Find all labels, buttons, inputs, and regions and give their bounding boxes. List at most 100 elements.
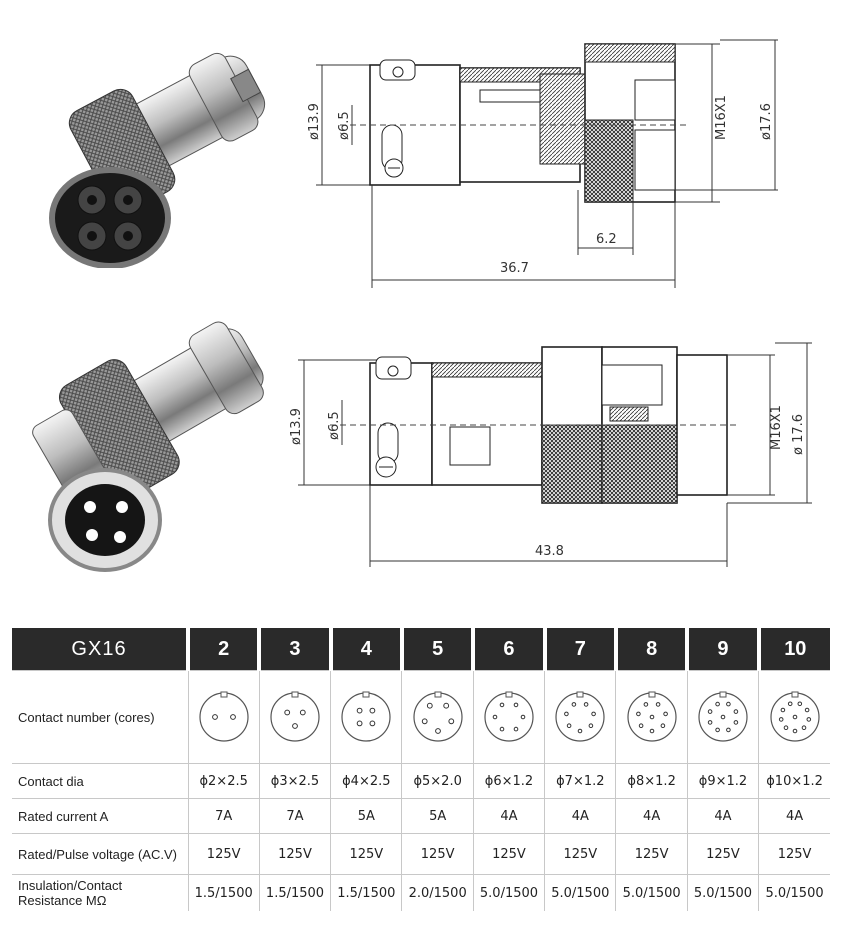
pinout-key [576, 691, 584, 698]
table-row: Insulation/Contact Resistance MΩ 1.5/150… [12, 874, 830, 911]
pinout-pin [588, 723, 594, 729]
pinout-cell [330, 670, 402, 764]
pinout-pin [649, 728, 654, 734]
row-label: Contact dia [12, 763, 188, 799]
pinout-pin [660, 723, 665, 729]
pinout-pin [426, 702, 433, 709]
pinout-key [791, 691, 799, 698]
table-cell: ϕ8×1.2 [615, 763, 688, 799]
table-cell: 7A [258, 798, 331, 834]
pinout-pin [635, 711, 641, 717]
table-cell: 4A [615, 798, 688, 834]
dim-bottom-thread: M16X1 [769, 405, 784, 450]
pinout-pin [284, 709, 291, 716]
table-row: Rated current A 7A 7A 5A 5A 4A 4A 4A 4A … [12, 798, 830, 834]
pinout-pin [492, 714, 498, 720]
pinout-pin [733, 720, 739, 725]
pinout-pin [720, 714, 726, 720]
table-cell: 2.0/1500 [401, 874, 474, 911]
table-cell: 5.0/1500 [686, 874, 759, 911]
pinout-pin [804, 707, 809, 713]
pinout-cell [544, 670, 616, 764]
dim-bottom-d2: ø6.5 [327, 411, 342, 440]
table-cell: 1.5/1500 [258, 874, 331, 911]
table-cell: 5A [401, 798, 474, 834]
table-cell: ϕ6×1.2 [472, 763, 545, 799]
pinout-pin [229, 714, 236, 720]
pinout-10-icon [769, 691, 820, 742]
pinout-pin [369, 707, 376, 714]
pinout-6-icon [484, 691, 534, 742]
pinout-cell [472, 670, 545, 764]
pinout-pin [357, 707, 363, 714]
table-cell: 1.5/1500 [330, 874, 402, 911]
model-header: GX16 [12, 628, 188, 671]
pinout-pin [434, 728, 441, 734]
table-cell: 4A [544, 798, 616, 834]
dim-top-thread: M16X1 [714, 95, 729, 140]
pinout-pin [792, 728, 797, 734]
pinout-pin [513, 726, 519, 732]
pinout-cell [401, 670, 474, 764]
table-cell: 5.0/1500 [758, 874, 830, 911]
pinout-pin [357, 720, 363, 727]
table-cell: 125V [187, 833, 260, 875]
drawing-bottom: ø13.9 ø6.5 M16X1 ø 17.6 43.8 [290, 342, 812, 567]
pinout-pin [655, 702, 661, 707]
table-cell: 125V [330, 833, 402, 875]
core-header: 3 [257, 628, 331, 671]
pinout-pin [584, 702, 589, 707]
pinout-pin [591, 711, 597, 717]
core-header: 6 [471, 628, 545, 671]
dim-bottom-len: 43.8 [535, 544, 564, 559]
table-cell: 125V [472, 833, 545, 875]
male-connector-photo [32, 321, 264, 572]
core-header: 4 [328, 628, 402, 671]
pinout-pin [726, 701, 731, 707]
table-header-row: GX16 2 3 4 5 6 7 8 9 10 [12, 628, 830, 671]
spec-table: GX16 2 3 4 5 6 7 8 9 10 Contact number (… [12, 628, 830, 911]
female-connector-photo [49, 52, 266, 268]
pinout-cell [615, 670, 688, 764]
pinout-face [199, 692, 249, 742]
table-cell: 125V [758, 833, 830, 875]
core-header: 9 [685, 628, 759, 671]
pinout-key [719, 691, 727, 698]
table-cell: 5.0/1500 [472, 874, 545, 911]
table-cell: 125V [615, 833, 688, 875]
table-cell: 4A [686, 798, 759, 834]
pinout-5-icon [413, 691, 463, 742]
table-cell: ϕ9×1.2 [686, 763, 759, 799]
pinout-pin [564, 711, 569, 717]
dim-top-len: 36.7 [500, 261, 529, 276]
pinout-pin [778, 717, 784, 722]
dim-top-w1: 6.2 [596, 232, 617, 247]
pinout-key [362, 691, 370, 698]
pinout-pin [421, 718, 428, 725]
pinout-pin [707, 709, 713, 714]
pinout-pin [499, 726, 505, 732]
drawing-top: ø13.9 ø6.5 M16X1 ø17.6 6.2 36.7 [307, 39, 778, 288]
table-cell: ϕ7×1.2 [544, 763, 616, 799]
core-header: 2 [185, 628, 260, 671]
pinout-key [220, 691, 228, 698]
pinout-pin [643, 702, 648, 707]
pinout-7-icon [555, 691, 605, 742]
table-cell: 125V [544, 833, 616, 875]
core-header: 7 [542, 628, 616, 671]
pinout-4-icon [341, 691, 391, 742]
table-row: Contact dia ϕ2×2.5 ϕ3×2.5 ϕ4×2.5 ϕ5×2.0 … [12, 763, 830, 799]
core-header: 8 [613, 628, 688, 671]
pinout-pin [499, 702, 505, 708]
pinout-pin [806, 717, 811, 722]
table-cell: ϕ10×1.2 [758, 763, 830, 799]
pinout-pin [792, 714, 797, 720]
pinout-key [648, 691, 656, 698]
dim-bottom-d3: ø 17.6 [791, 414, 806, 455]
table-cell: 5.0/1500 [615, 874, 688, 911]
pinout-pin [787, 701, 793, 707]
table-cell: 4A [472, 798, 545, 834]
pinout-pin [299, 709, 306, 716]
pinout-3-icon [270, 691, 320, 742]
pinout-pin [780, 707, 785, 713]
